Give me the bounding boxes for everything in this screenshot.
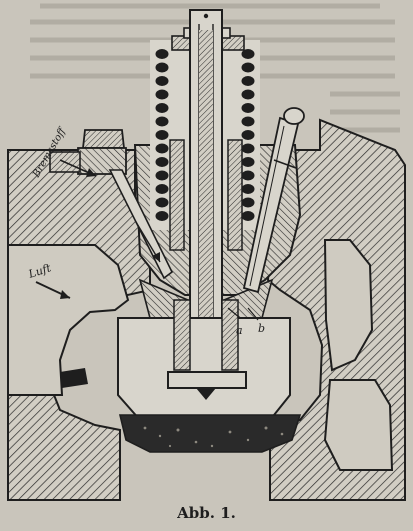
right-lower-chamber (323, 379, 394, 471)
stem-bore-hatch (199, 30, 213, 350)
stem-tip (196, 388, 216, 400)
guide-sleeve-left (169, 139, 185, 251)
spring-coil (241, 89, 255, 100)
spring-coil (241, 157, 255, 167)
spring-coil (155, 170, 169, 181)
figure-caption: Abb. 1. (177, 504, 236, 522)
spring-coil (241, 197, 255, 208)
diagonal-tube-right (242, 107, 305, 294)
spring-coil (241, 211, 255, 221)
spring-coil (155, 184, 169, 194)
spring-coil (241, 49, 255, 59)
spring-coil (241, 76, 255, 86)
lower-sleeve-right (221, 299, 239, 371)
spring-coil (155, 197, 169, 208)
spring-coil (155, 62, 169, 73)
spring-coil (155, 211, 169, 221)
small-port-left (60, 368, 88, 388)
spring-coil (155, 143, 169, 154)
guide-sleeve-right (227, 139, 243, 251)
bottom-casting (118, 414, 302, 453)
leader-b (247, 307, 259, 321)
spring-coil (241, 184, 255, 194)
label-b: b (258, 322, 265, 335)
spring-coil (241, 143, 255, 154)
leader-a (227, 307, 241, 319)
spring-coil (241, 130, 255, 140)
valve-disc (167, 371, 247, 389)
spring-coil (155, 89, 169, 100)
spring-coil (241, 103, 255, 113)
spring-coil (155, 116, 169, 127)
spring-coil (241, 62, 255, 73)
bottom-casting-speckles (143, 426, 284, 448)
brake-fluid-channel (108, 169, 174, 280)
spring-coil (155, 157, 169, 167)
spring-coil (241, 116, 255, 127)
stem-top-dot (203, 13, 209, 19)
spring-coil (155, 103, 169, 113)
spring-coil (155, 76, 169, 86)
spring-coil (155, 49, 169, 59)
spring-coil (155, 130, 169, 140)
tube-top-plug (283, 107, 305, 125)
lower-sleeve-left (173, 299, 191, 371)
label-a: a (236, 324, 243, 337)
spring-coil (241, 170, 255, 181)
right-inner-chamber (323, 239, 374, 372)
